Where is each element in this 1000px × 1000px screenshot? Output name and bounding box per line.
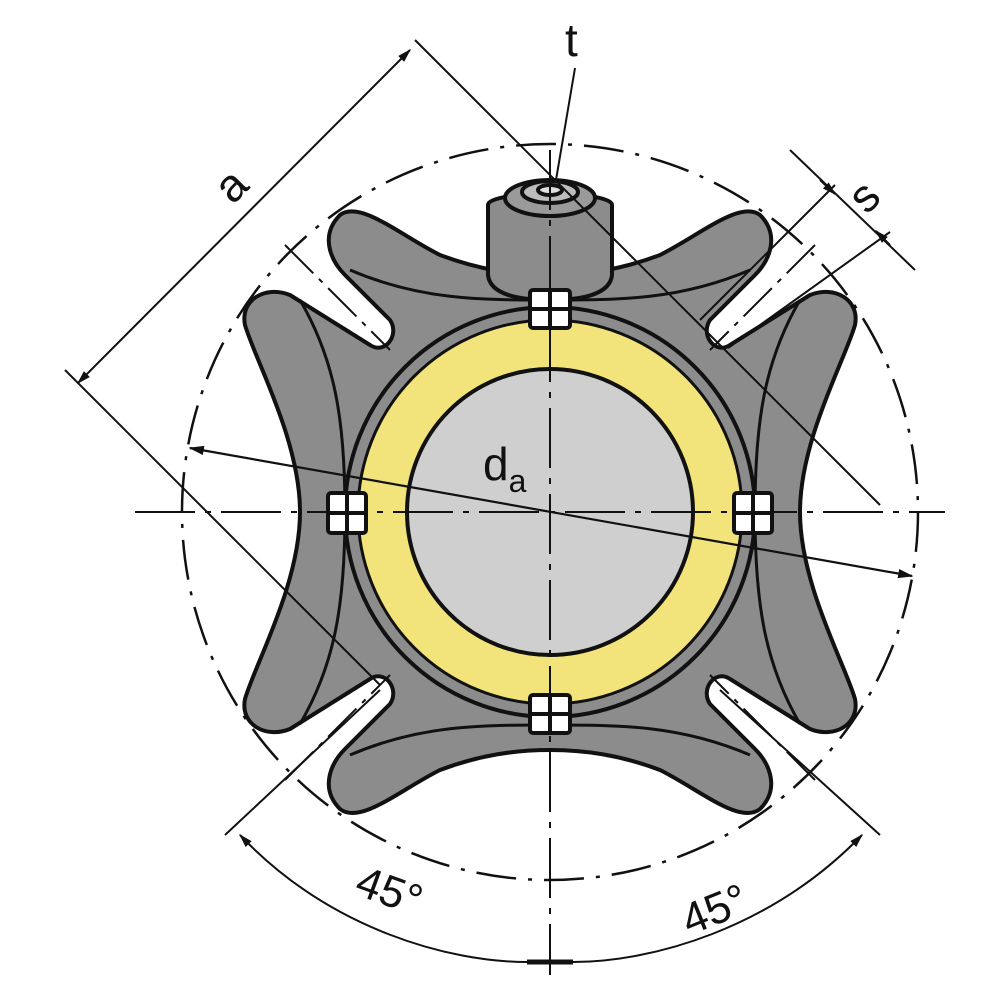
label-a: a (203, 157, 258, 212)
label-t: t (565, 14, 578, 66)
angle-dimension (224, 689, 881, 965)
label-s: s (837, 170, 890, 223)
label-angle-left: 45° (350, 857, 429, 926)
label-da-main: d (483, 438, 509, 490)
label-da-sub: a (509, 463, 527, 499)
label-da: da (483, 438, 527, 499)
dimension-s (699, 149, 916, 349)
label-angle-right: 45° (675, 875, 755, 945)
dimension-t (555, 67, 576, 181)
dimension-da (188, 445, 914, 579)
